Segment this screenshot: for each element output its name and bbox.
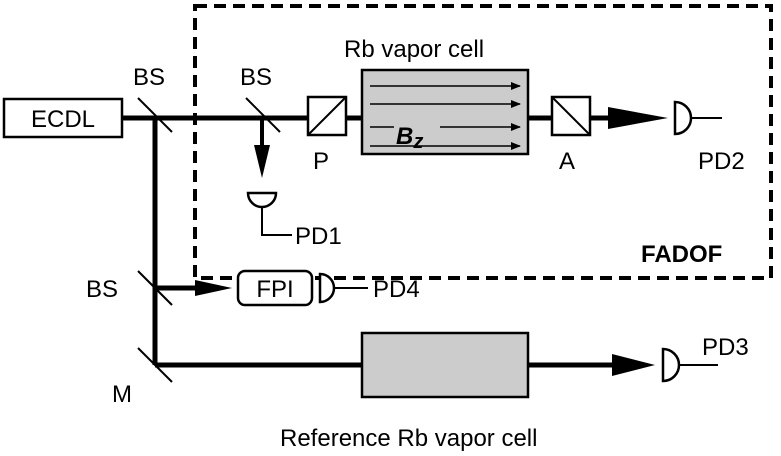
mirror-label: M <box>112 381 132 408</box>
bs2-label: BS <box>240 64 272 91</box>
analyzer-diagonal <box>551 96 591 136</box>
ecdl-label: ECDL <box>31 106 95 133</box>
lower-beam-arrow <box>612 354 655 376</box>
bs1-label: BS <box>133 64 165 91</box>
pd2-label: PD2 <box>698 148 745 175</box>
vapor-cell-label: Rb vapor cell <box>344 36 484 63</box>
pd1-lead <box>261 207 292 236</box>
pd1-detector <box>246 191 278 209</box>
reference-cell-label: Reference Rb vapor cell <box>280 425 537 452</box>
main-beam-arrow <box>608 107 668 129</box>
fadof-label: FADOF <box>641 241 722 268</box>
pd4-detector <box>318 272 336 304</box>
pd3-label: PD3 <box>702 334 749 361</box>
fpi-label: FPI <box>256 276 293 303</box>
reference-cell <box>360 331 530 399</box>
bs3-label: BS <box>86 276 118 303</box>
pd4-label: PD4 <box>373 276 420 303</box>
pd3-detector <box>661 347 681 383</box>
fpi-box <box>236 269 314 307</box>
analyzer-label: A <box>559 148 575 175</box>
polarizer-diagonal <box>307 96 347 136</box>
beam-splitter-1 <box>137 97 173 133</box>
pd1-beam-arrow <box>254 145 270 178</box>
fadof-enclosure <box>193 4 773 280</box>
pd2-detector <box>673 100 693 136</box>
fpi-beam-arrow <box>195 280 232 296</box>
pd1-label: PD1 <box>295 223 342 250</box>
vapor-cell <box>360 68 530 156</box>
beam-splitter-2 <box>245 97 281 133</box>
polarizer-label: P <box>313 148 329 175</box>
bz-label: Bz <box>396 123 423 153</box>
